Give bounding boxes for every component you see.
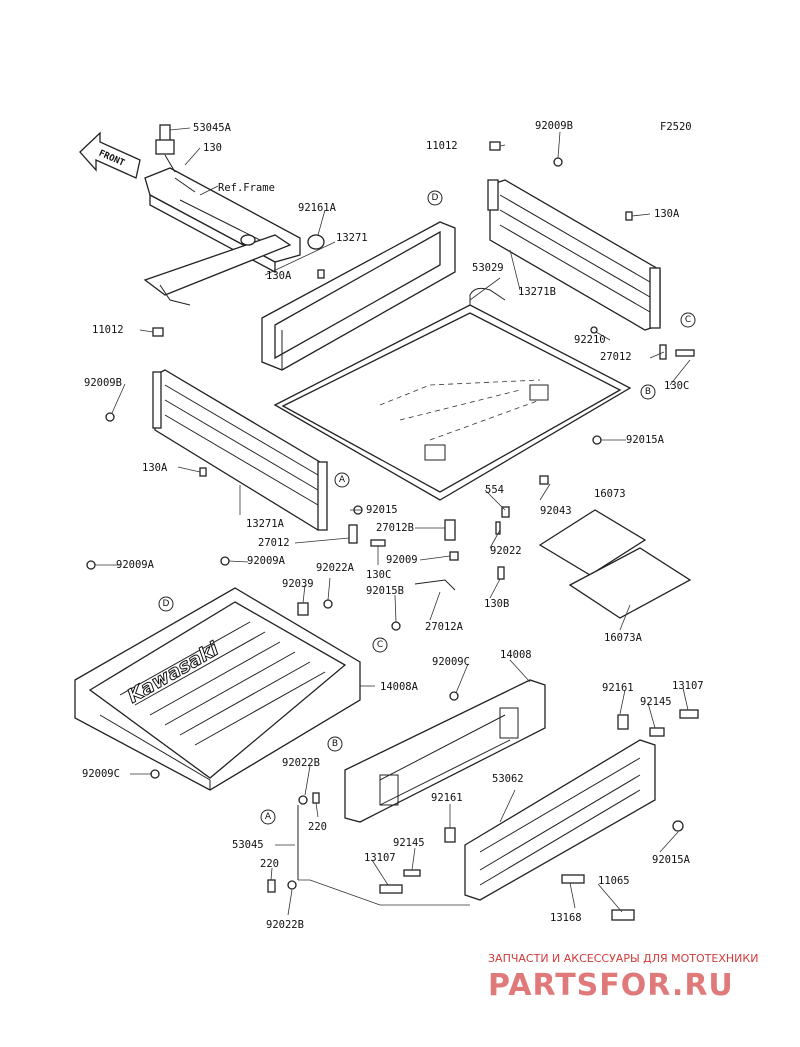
- label-53029: 53029: [472, 262, 504, 274]
- label-92009A-mid: 92009A: [247, 555, 286, 567]
- label-ref-frame: Ref.Frame: [218, 182, 275, 194]
- diagram-id: F2520: [660, 121, 692, 133]
- label-92009C-left: 92009C: [82, 768, 120, 780]
- label-27012B: 27012B: [376, 522, 414, 534]
- callout-C-right: C: [680, 312, 696, 328]
- svg-text:B: B: [645, 387, 651, 397]
- label-16073: 16073: [594, 488, 626, 500]
- label-92161A: 92161A: [298, 202, 337, 214]
- label-92009C-top: 92009C: [432, 656, 470, 668]
- watermark: ЗАПЧАСТИ И АКСЕССУАРЫ ДЛЯ МОТОТЕХНИКИ PA…: [488, 952, 758, 1003]
- label-92022B-top: 92022B: [282, 757, 320, 769]
- label-130: 130: [203, 142, 222, 154]
- callout-A-bottom: A: [260, 809, 276, 825]
- side-rail-13271B: [487, 179, 661, 331]
- label-53062: 53062: [492, 773, 524, 785]
- label-13271A: 13271A: [246, 518, 285, 530]
- cap-92161A: [307, 234, 325, 250]
- label-13107-mid: 13107: [364, 852, 396, 864]
- label-92009B-top: 92009B: [535, 120, 573, 132]
- label-130C-right: 130C: [664, 380, 689, 392]
- side-rail-13271A: [152, 369, 328, 531]
- label-13168: 13168: [550, 912, 582, 924]
- svg-text:A: A: [265, 812, 272, 822]
- label-92043: 92043: [540, 505, 572, 517]
- label-92161-mid: 92161: [431, 792, 463, 804]
- label-92022B-bottom: 92022B: [266, 919, 304, 931]
- label-130A-mid: 130A: [266, 270, 292, 282]
- svg-text:D: D: [163, 599, 170, 609]
- label-92009: 92009: [386, 554, 418, 566]
- svg-text:C: C: [377, 640, 383, 650]
- callout-B-right: B: [640, 384, 656, 400]
- label-11065: 11065: [598, 875, 630, 887]
- label-92015B: 92015B: [366, 585, 404, 597]
- label-27012-left: 27012: [258, 537, 290, 549]
- callout-B-bed: B: [327, 736, 343, 752]
- label-92039: 92039: [282, 578, 314, 590]
- label-220-top: 220: [308, 821, 327, 833]
- watermark-tagline: ЗАПЧАСТИ И АКСЕССУАРЫ ДЛЯ МОТОТЕХНИКИ: [488, 952, 758, 965]
- label-13271B: 13271B: [518, 286, 556, 298]
- label-92022: 92022: [490, 545, 522, 557]
- label-53045: 53045: [232, 839, 264, 851]
- label-92009B-left: 92009B: [84, 377, 122, 389]
- label-14008A: 14008A: [380, 681, 419, 693]
- label-92145-mid: 92145: [393, 837, 425, 849]
- label-92015A-bottom: 92015A: [652, 854, 691, 866]
- label-92015A-top: 92015A: [626, 434, 665, 446]
- tailgate-53062: [464, 739, 656, 901]
- callout-D-top: D: [427, 190, 443, 206]
- svg-text:C: C: [685, 315, 691, 325]
- callout-A-left: A: [334, 472, 350, 488]
- front-arrow-icon: FRONT: [79, 131, 141, 179]
- label-220-bottom: 220: [260, 858, 279, 870]
- label-14008: 14008: [500, 649, 532, 661]
- label-92009A-left: 92009A: [116, 559, 155, 571]
- label-92210: 92210: [574, 334, 606, 346]
- mat-16073: [538, 509, 647, 576]
- label-53045A: 53045A: [193, 122, 232, 134]
- frame-bracket: [143, 124, 301, 306]
- cargo-tray-14008A: Kawasaki: [74, 587, 361, 791]
- label-13271: 13271: [336, 232, 368, 244]
- bed-plate-53029: [273, 287, 632, 501]
- part-labels: 53045A 130 Ref.Frame 92161A 13271 11012 …: [82, 120, 704, 931]
- callout-C-bed: C: [372, 637, 388, 653]
- label-130A-right: 130A: [654, 208, 680, 220]
- svg-text:B: B: [332, 739, 338, 749]
- label-13107-right: 13107: [672, 680, 704, 692]
- callout-D-bed: D: [158, 596, 174, 612]
- label-130B: 130B: [484, 598, 509, 610]
- label-130A-left: 130A: [142, 462, 168, 474]
- label-92015: 92015: [366, 504, 398, 516]
- svg-text:D: D: [432, 193, 439, 203]
- side-rail-13271: [261, 221, 456, 371]
- label-554: 554: [485, 484, 504, 496]
- label-92161-right: 92161: [602, 682, 634, 694]
- label-92145-right: 92145: [640, 696, 672, 708]
- tailgate-panel-14008: [344, 679, 546, 823]
- svg-text:A: A: [339, 475, 346, 485]
- label-130C-left: 130C: [366, 569, 391, 581]
- label-11012-left: 11012: [92, 324, 124, 336]
- label-11012-top: 11012: [426, 140, 458, 152]
- label-92022A: 92022A: [316, 562, 355, 574]
- watermark-brand: PARTSFOR.RU: [488, 968, 734, 1003]
- label-27012A: 27012A: [425, 621, 464, 633]
- label-16073A: 16073A: [604, 632, 643, 644]
- mat-16073A: [568, 547, 692, 619]
- leader-lines: [95, 127, 691, 916]
- label-27012-right: 27012: [600, 351, 632, 363]
